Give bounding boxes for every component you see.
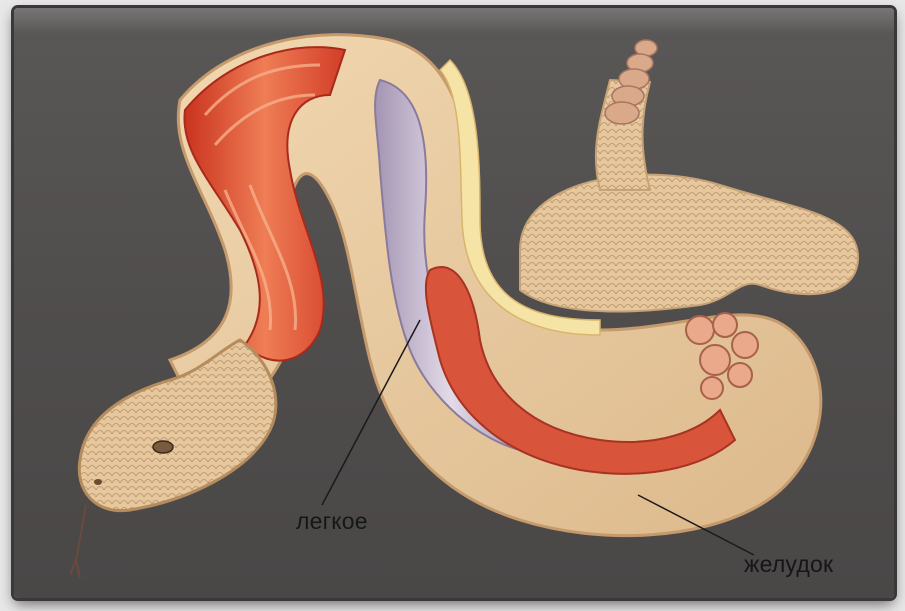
snake-head — [70, 340, 276, 578]
stomach-label: желудок — [744, 551, 833, 578]
eye — [153, 441, 173, 453]
nostril — [94, 479, 102, 485]
tail-coil — [520, 40, 858, 312]
lung-label: легкое — [296, 508, 368, 535]
tongue — [70, 505, 86, 578]
